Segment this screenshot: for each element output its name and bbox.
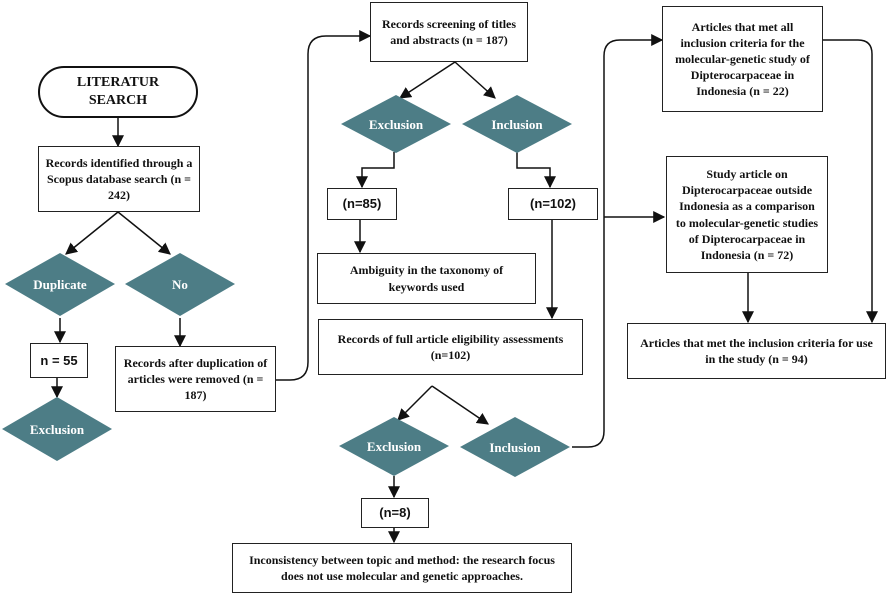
eligibility-exclusion-diamond: Exclusion [339, 417, 449, 476]
arrow-screening-to-exclusion [398, 61, 456, 99]
eligibility-label: Records of full article eligibility asse… [337, 331, 564, 362]
included-count-label: (n=102) [530, 196, 576, 212]
inconsistency-label: Inconsistency between topic and method: … [249, 552, 555, 583]
met-all-criteria-label: Articles that met all inclusion criteria… [675, 19, 810, 99]
records-after-dedup-box: Records after duplication of articles we… [115, 346, 276, 412]
arrow-dedup-to-screening [276, 30, 372, 381]
eligibility-exclusion-label: Exclusion [367, 439, 422, 454]
screening-inclusion-diamond: Inclusion [462, 95, 572, 153]
duplicates-count-label: n = 55 [40, 352, 78, 368]
included-count-box: (n=102) [508, 188, 598, 220]
arrow-inclusion-to-met-all [572, 34, 664, 448]
arrow-eligibility-to-exclusion [397, 385, 433, 421]
outside-indonesia-box: Study article on Dipterocarpaceae outsid… [666, 156, 828, 273]
final-included-box: Articles that met the inclusion criteria… [627, 323, 886, 379]
inconsistency-box: Inconsistency between topic and method: … [232, 543, 572, 593]
screening-label: Records screening of titles and abstract… [381, 16, 517, 47]
eligibility-box: Records of full article eligibility asse… [318, 319, 583, 375]
screening-box: Records screening of titles and abstract… [370, 2, 528, 62]
ambiguity-box: Ambiguity in the taxonomy of keywords us… [317, 253, 536, 304]
ambiguity-label: Ambiguity in the taxonomy of keywords us… [349, 263, 504, 294]
screening-inclusion-label: Inclusion [491, 117, 543, 132]
arrow-records-to-duplicate [65, 211, 119, 255]
screening-exclusion-diamond: Exclusion [341, 95, 451, 153]
final-included-label: Articles that met the inclusion criteria… [640, 335, 873, 366]
literature-search-label: LITERATUR SEARCH [76, 74, 160, 108]
eligibility-inclusion-diamond: Inclusion [460, 417, 570, 477]
arrow-met-all-to-final [823, 39, 878, 324]
excluded-count-label: (n=85) [342, 196, 382, 212]
records-identified-box: Records identified through a Scopus data… [38, 146, 200, 212]
duplicate-diamond: Duplicate [5, 253, 115, 316]
eligibility-inclusion-label: Inclusion [489, 440, 541, 455]
duplicates-count-box: n = 55 [30, 343, 88, 378]
excluded-final-count-box: (n=8) [361, 498, 429, 528]
records-identified-label: Records identified through a Scopus data… [45, 155, 193, 203]
records-after-dedup-label: Records after duplication of articles we… [123, 355, 268, 403]
arrow-records-to-no [117, 211, 171, 255]
duplicate-exclusion-label: Exclusion [30, 422, 85, 437]
outside-indonesia-label: Study article on Dipterocarpaceae outsid… [675, 166, 819, 262]
arrow-inclusion-to-count [516, 152, 556, 189]
arrow-exclusion-to-count [356, 152, 395, 189]
arrow-eligibility-to-inclusion [431, 385, 489, 425]
screening-exclusion-label: Exclusion [369, 117, 424, 132]
arrow-screening-to-inclusion [454, 61, 496, 99]
no-diamond-label: No [172, 277, 188, 292]
excluded-count-box: (n=85) [327, 188, 397, 220]
literature-search-start: LITERATUR SEARCH [38, 66, 198, 118]
excluded-final-count-label: (n=8) [379, 505, 411, 521]
duplicate-exclusion-diamond: Exclusion [2, 397, 112, 461]
no-diamond: No [125, 253, 235, 316]
duplicate-diamond-label: Duplicate [33, 277, 87, 292]
met-all-criteria-box: Articles that met all inclusion criteria… [662, 6, 823, 112]
